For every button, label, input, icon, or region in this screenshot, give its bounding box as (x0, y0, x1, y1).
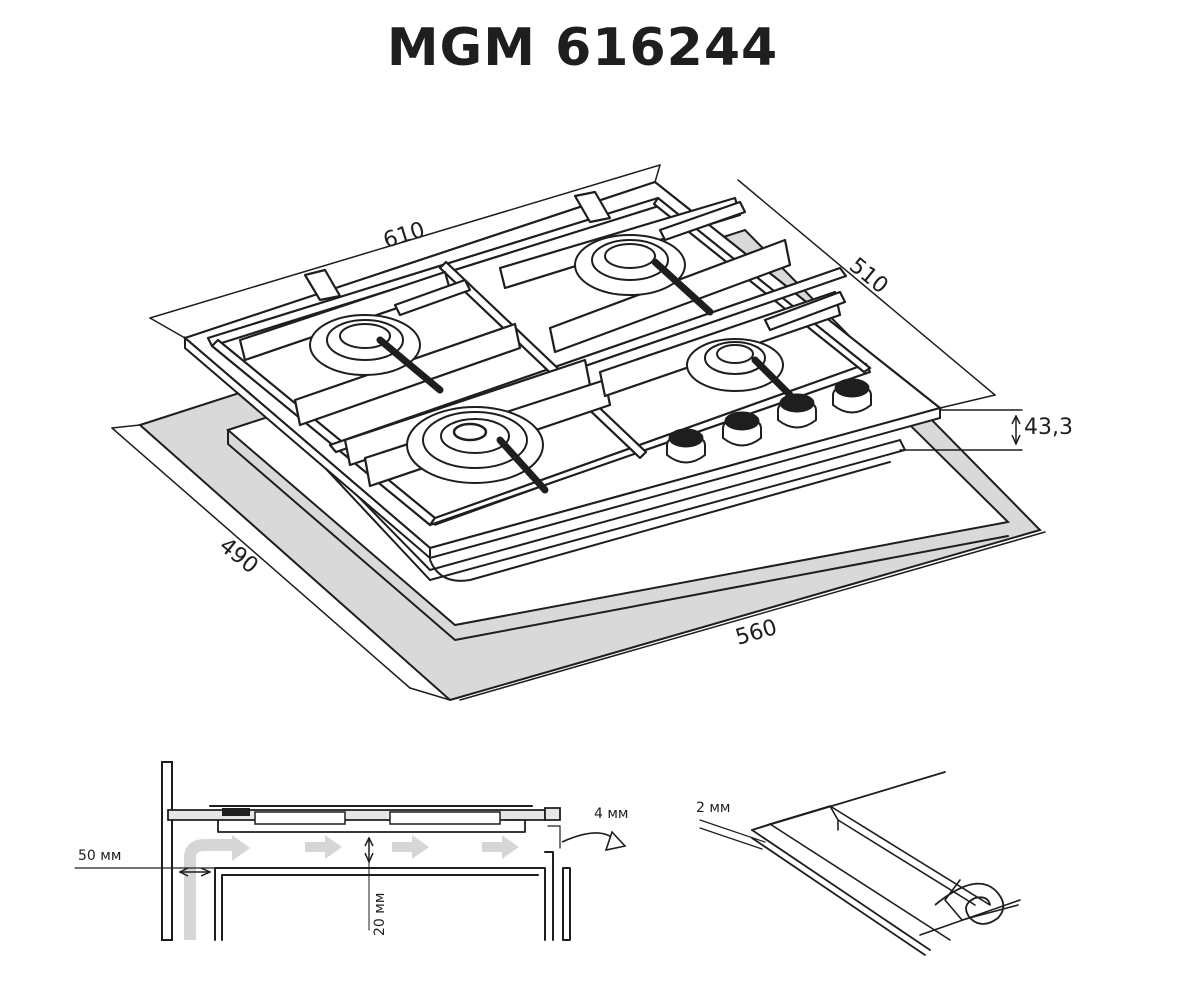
label-seal-gap: 2 мм (696, 800, 730, 816)
installation-section: 50 мм 4 мм 20 мм (74, 761, 628, 941)
dim-depth-top: 510 (844, 253, 892, 299)
dim-cutout-width: 560 (733, 615, 780, 651)
dim-width-top: 610 (380, 218, 427, 254)
seal-detail: 2 мм (696, 771, 1021, 956)
burner-front-left-wok (406, 406, 549, 494)
control-knobs (666, 378, 872, 464)
label-bottom-gap: 20 мм (372, 893, 388, 936)
burner-rear-right (574, 234, 714, 316)
dim-height: 43,3 (1024, 415, 1073, 440)
dimension-43-3: 43,3 (899, 409, 1073, 451)
label-front-gap: 4 мм (594, 806, 628, 822)
label-side-gap: 50 мм (78, 848, 121, 864)
dim-cutout-depth: 490 (214, 533, 262, 579)
model-title: MGM 616244 (386, 18, 779, 78)
burner-rear-left (309, 314, 444, 394)
knob-1 (666, 428, 706, 464)
burner-front-right (686, 338, 794, 399)
knob-4 (832, 378, 872, 414)
knob-2 (722, 411, 762, 447)
knob-3 (777, 393, 817, 429)
